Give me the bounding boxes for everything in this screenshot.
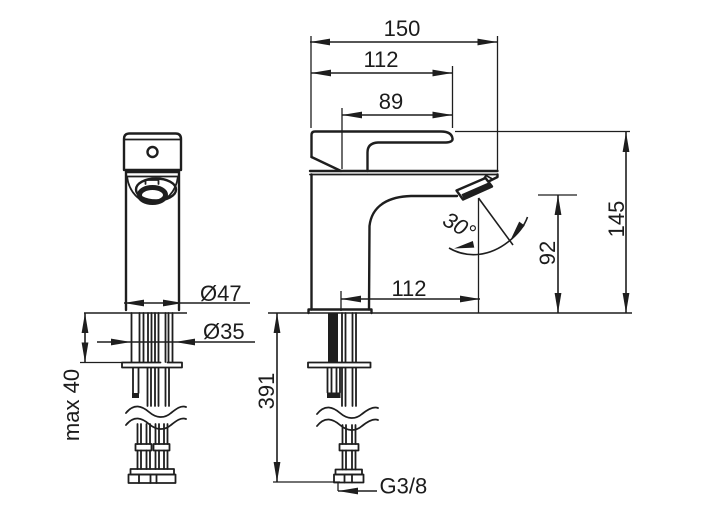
dim-body-diameter: Ø47 (200, 281, 242, 306)
front-break-line (125, 405, 187, 418)
side-break-line (316, 406, 379, 419)
dim-connection-thread: G3/8 (380, 474, 428, 499)
front-shank (130, 312, 174, 363)
front-view (84, 132, 187, 484)
dim-hose-length: 391 (254, 373, 279, 410)
aerator-ring (137, 185, 168, 205)
front-dimensions: Ø47 Ø35 max 40 (59, 281, 255, 441)
side-threaded-rod (328, 313, 338, 363)
dim-overall-depth: 150 (384, 16, 421, 41)
dim-max-deck-thickness: max 40 (59, 369, 84, 441)
front-handle-block (122, 132, 183, 172)
dim-outlet-angle: 30° (439, 207, 480, 245)
handle-dot-icon (146, 145, 159, 159)
dim-outlet-height: 92 (535, 241, 560, 265)
side-view (268, 130, 632, 484)
dim-hole-diameter: Ø35 (203, 319, 245, 344)
front-body (124, 170, 181, 312)
dim-outlet-reach: 112 (391, 276, 426, 301)
front-flange (121, 361, 183, 369)
side-lever (310, 130, 454, 173)
dim-lever-reach-from-axis: 89 (379, 89, 403, 114)
dim-lever-reach: 112 (363, 47, 398, 72)
spout-outlet (455, 176, 494, 201)
side-dimensions: 150 112 89 112 145 92 30° (254, 16, 630, 499)
dim-overall-height: 145 (604, 201, 629, 238)
side-spout (367, 194, 459, 311)
side-flange (307, 361, 372, 369)
